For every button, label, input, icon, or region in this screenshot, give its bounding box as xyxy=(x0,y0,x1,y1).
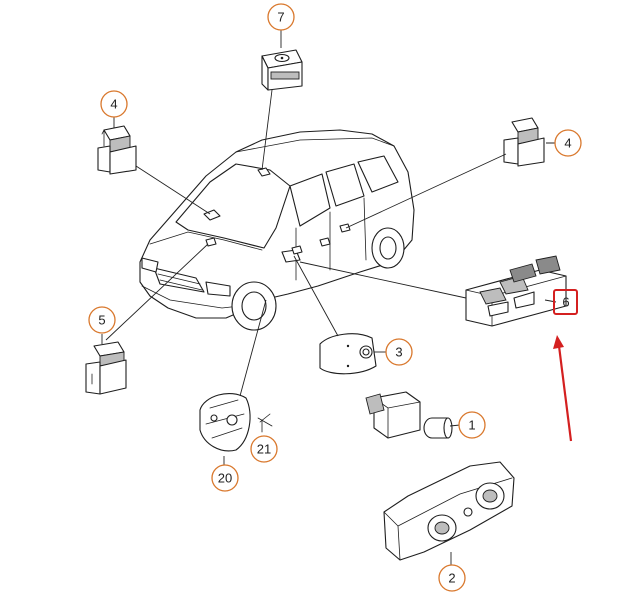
part-6-switch-panel xyxy=(465,255,567,327)
callout-6: 6 xyxy=(562,295,569,310)
callout-4-left-label: 4 xyxy=(110,97,117,112)
part-4-right-switch xyxy=(503,117,545,167)
callout-21: 21 xyxy=(250,435,278,463)
red-arrow-head xyxy=(553,335,564,349)
callout-1-label: 1 xyxy=(468,418,475,433)
part-20-actuator xyxy=(199,393,251,452)
callout-21-label: 21 xyxy=(257,442,271,457)
callout-3-label: 3 xyxy=(395,345,402,360)
part-4-left-switch xyxy=(97,125,137,175)
callout-20: 20 xyxy=(211,464,239,492)
callout-20-label: 20 xyxy=(218,471,232,486)
highlight-annotation xyxy=(553,289,578,442)
callout-4-left: 4 xyxy=(100,90,128,118)
callout-1: 1 xyxy=(458,411,486,439)
callout-5-label: 5 xyxy=(98,313,105,328)
callout-2: 2 xyxy=(438,564,466,592)
callout-6-highlight-box xyxy=(553,289,578,315)
callout-4-right-label: 4 xyxy=(564,136,571,151)
part-21-screw xyxy=(257,413,273,433)
callout-6-label: 6 xyxy=(562,295,569,310)
callout-7: 7 xyxy=(267,3,295,31)
part-7-module xyxy=(261,49,303,91)
part-2-light-switch xyxy=(383,461,515,561)
leader-lines xyxy=(101,30,566,565)
callout-7-label: 7 xyxy=(277,10,284,25)
part-1-switch xyxy=(365,391,453,439)
callout-5: 5 xyxy=(88,306,116,334)
callout-2-label: 2 xyxy=(448,571,455,586)
van-illustration xyxy=(139,129,415,331)
callout-3: 3 xyxy=(385,338,413,366)
part-5-switch xyxy=(85,341,127,395)
part-3-sensor xyxy=(319,333,377,375)
red-arrow-shaft xyxy=(557,345,573,442)
callout-4-right: 4 xyxy=(554,129,582,157)
